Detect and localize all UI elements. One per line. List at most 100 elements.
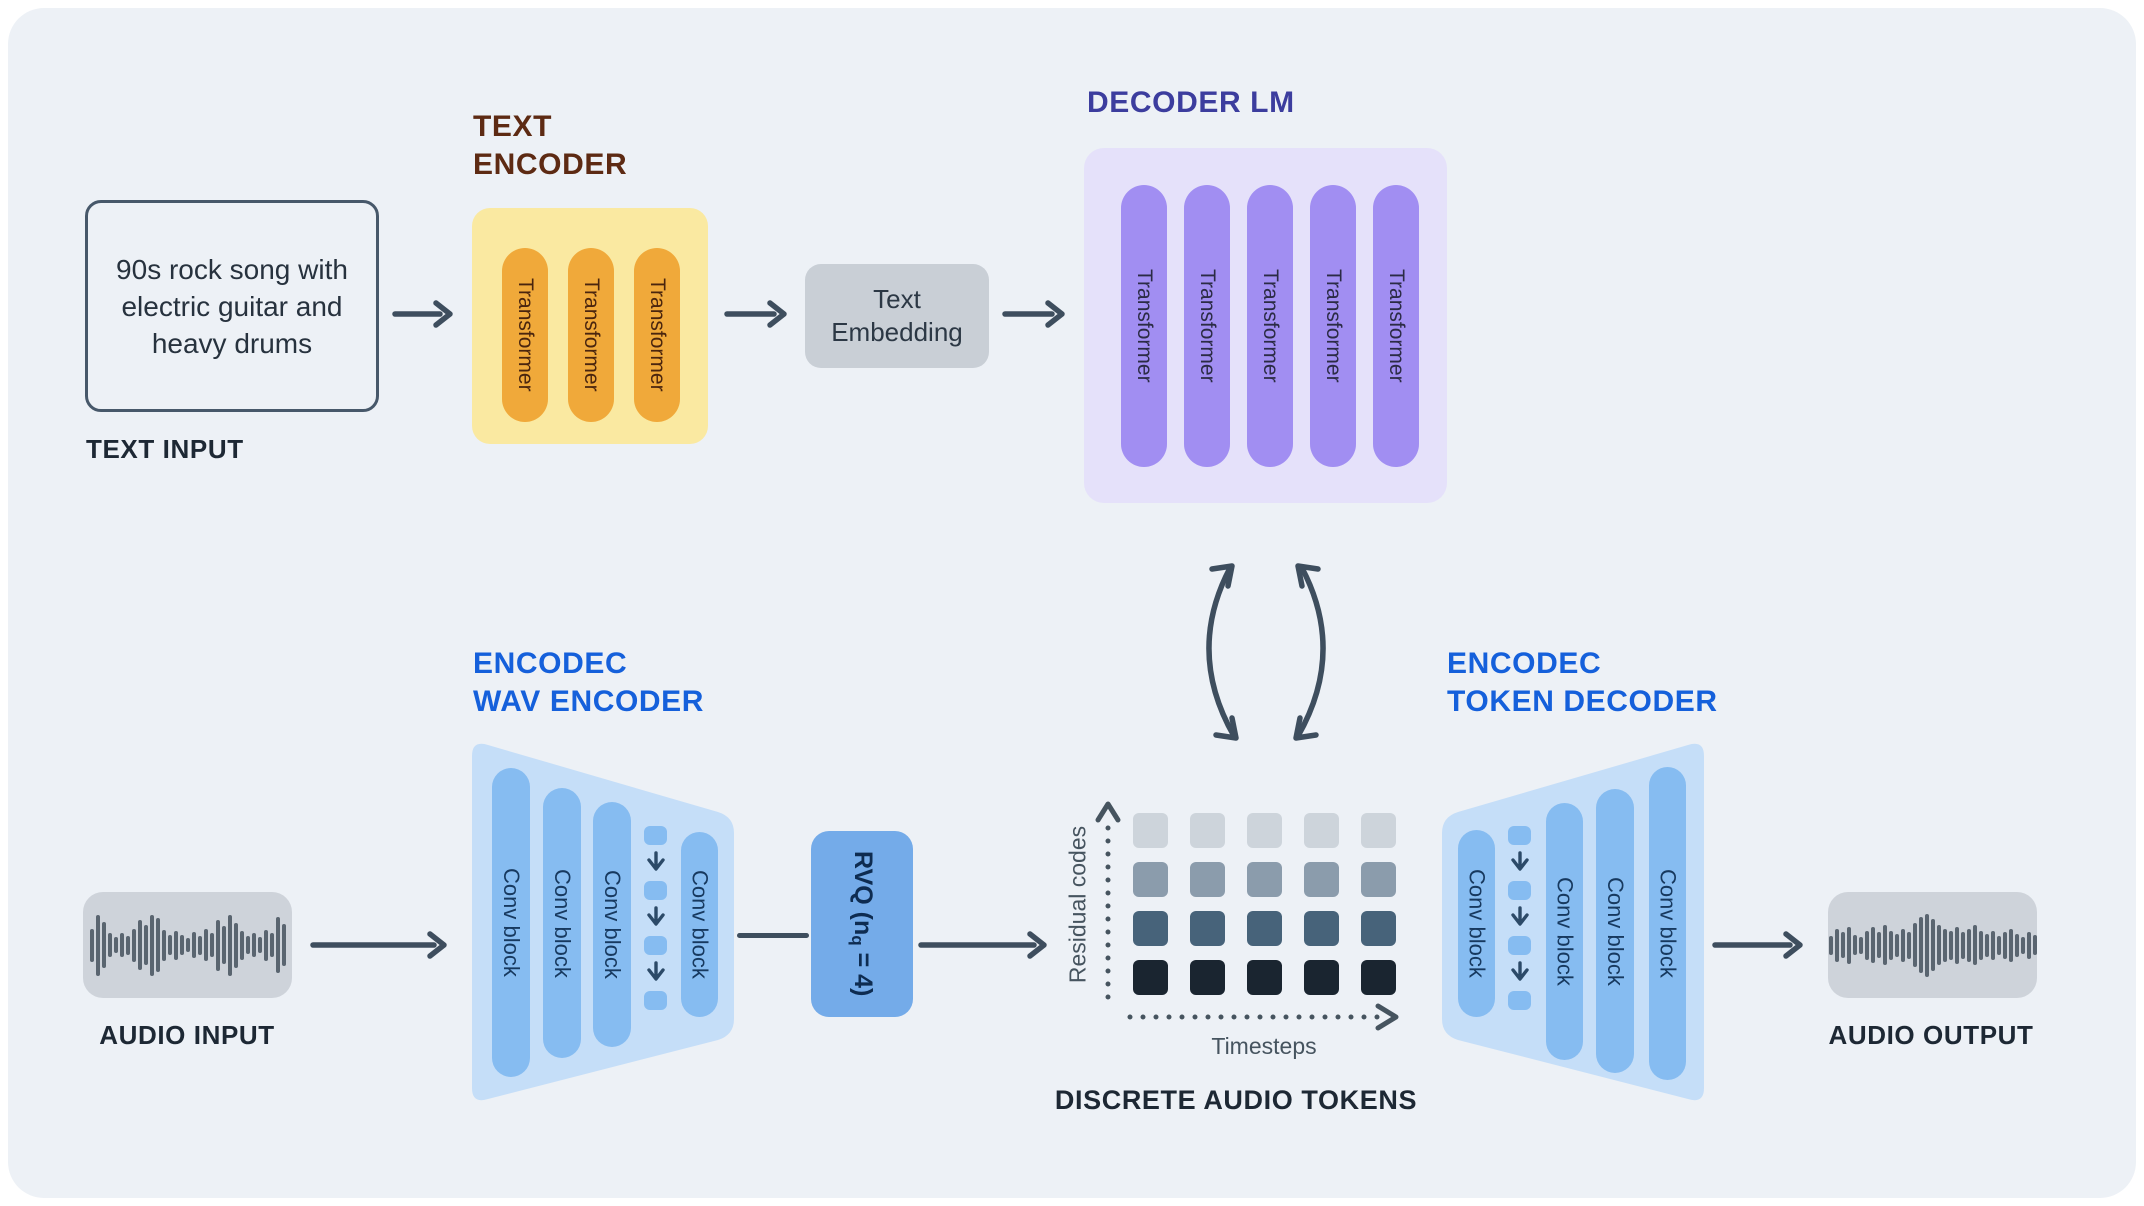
token-cell bbox=[1133, 813, 1168, 848]
down-arrow-icon bbox=[646, 851, 665, 871]
waveform-bar bbox=[167, 935, 172, 955]
prompt-text: 90s rock song with electric guitar and h… bbox=[116, 253, 348, 359]
transformer-label: Transformer bbox=[1385, 269, 1408, 383]
waveform-bar bbox=[89, 928, 94, 962]
waveform-bar bbox=[1858, 936, 1863, 954]
token-cell bbox=[1361, 862, 1396, 897]
text-encoder-box: Transformer Transformer Transformer bbox=[472, 208, 708, 444]
waveform-bar bbox=[221, 926, 226, 964]
connector-line bbox=[737, 933, 809, 938]
transformer-label: Transformer bbox=[514, 278, 537, 392]
transformer-label: Transformer bbox=[1322, 269, 1345, 383]
waveform-bar bbox=[1834, 928, 1839, 962]
waveform-bar bbox=[257, 937, 262, 953]
audio-output-box bbox=[1828, 892, 2037, 998]
waveform-bar bbox=[281, 924, 286, 966]
waveform-bar bbox=[1852, 935, 1857, 955]
waveform-icon bbox=[89, 910, 286, 980]
waveform-bar bbox=[1876, 932, 1881, 958]
conv-block: Conv block bbox=[1596, 789, 1634, 1073]
conv-block-label: Conv block bbox=[687, 870, 713, 979]
waveform-bar bbox=[269, 933, 274, 957]
waveform-bar bbox=[101, 922, 106, 968]
waveform-bar bbox=[125, 935, 130, 955]
waveform-bar bbox=[95, 914, 100, 976]
audio-input-label: AUDIO INPUT bbox=[99, 1020, 275, 1050]
waveform-bar bbox=[155, 918, 160, 972]
transformer-label: Transformer bbox=[646, 278, 669, 392]
y-axis-dotted-arrow bbox=[1095, 801, 1121, 1001]
rvq-box: RVQ (nq = 4) bbox=[811, 831, 913, 1017]
conv-block-label: Conv block bbox=[1655, 869, 1681, 978]
timesteps-axis-label: Timesteps bbox=[1211, 1033, 1317, 1059]
waveform-bar bbox=[2008, 928, 2013, 962]
conv-block: Conv block bbox=[681, 832, 718, 1017]
ellipsis-blocks-icon bbox=[1508, 826, 1531, 1010]
waveform-bar bbox=[191, 932, 196, 958]
encodec-token-decoder-title: ENCODEC TOKEN DECODER bbox=[1447, 647, 1718, 718]
ellipsis-blocks-icon bbox=[644, 826, 667, 1010]
token-cell bbox=[1247, 960, 1282, 995]
discrete-audio-tokens-label: DISCRETE AUDIO TOKENS bbox=[1054, 1085, 1418, 1115]
transformer-block: Transformer bbox=[1184, 185, 1230, 467]
waveform-bar bbox=[1912, 923, 1917, 967]
waveform-bar bbox=[1888, 930, 1893, 960]
waveform-bar bbox=[107, 933, 112, 957]
residual-codes-axis-label: Residual codes bbox=[1064, 825, 1091, 984]
conv-block-label: Conv block bbox=[1552, 877, 1578, 986]
waveform-bar bbox=[1954, 926, 1959, 964]
waveform-bar bbox=[1978, 930, 1983, 960]
text-embedding-label: Text Embedding bbox=[831, 284, 963, 347]
transformer-label: Transformer bbox=[1196, 269, 1219, 383]
conv-block-label: Conv block bbox=[550, 868, 575, 978]
waveform-icon bbox=[1828, 910, 2037, 980]
arrow-right-icon bbox=[392, 300, 453, 328]
conv-block: Conv block bbox=[492, 768, 530, 1077]
waveform-bar bbox=[1930, 919, 1935, 971]
waveform-bar bbox=[185, 938, 190, 952]
arrow-right-icon bbox=[724, 300, 787, 328]
rvq-label: RVQ (nq = 4) bbox=[848, 851, 877, 997]
down-arrow-icon bbox=[1510, 961, 1529, 981]
waveform-bar bbox=[1864, 930, 1869, 960]
arrow-right-icon bbox=[310, 931, 447, 959]
waveform-bar bbox=[1960, 931, 1965, 959]
token-cell bbox=[1304, 862, 1339, 897]
decoder-lm-box: Transformer Transformer Transformer Tran… bbox=[1084, 148, 1447, 503]
token-cell bbox=[1133, 862, 1168, 897]
transformer-label: Transformer bbox=[1133, 269, 1156, 383]
text-input-box: 90s rock song with electric guitar and h… bbox=[85, 200, 379, 412]
waveform-bar bbox=[245, 936, 250, 954]
token-cell bbox=[1247, 862, 1282, 897]
token-cell bbox=[1304, 960, 1339, 995]
waveform-bar bbox=[131, 928, 136, 962]
transformer-label: Transformer bbox=[580, 278, 603, 392]
token-cell bbox=[1304, 813, 1339, 848]
waveform-bar bbox=[113, 937, 118, 953]
waveform-bar bbox=[1870, 927, 1875, 963]
waveform-bar bbox=[1942, 928, 1947, 962]
down-arrow-icon bbox=[1510, 851, 1529, 871]
decoder-lm-title: DECODER LM bbox=[1087, 86, 1295, 119]
waveform-bar bbox=[2002, 931, 2007, 959]
waveform-bar bbox=[197, 935, 202, 955]
token-grid bbox=[1133, 813, 1396, 995]
waveform-bar bbox=[1882, 925, 1887, 965]
waveform-bar bbox=[1948, 930, 1953, 960]
conv-block-label: Conv block bbox=[499, 868, 524, 977]
waveform-bar bbox=[2020, 936, 2025, 954]
waveform-bar bbox=[137, 920, 142, 970]
token-cell bbox=[1304, 911, 1339, 946]
transformer-block: Transformer bbox=[568, 248, 614, 422]
token-cell bbox=[1247, 813, 1282, 848]
waveform-bar bbox=[263, 929, 268, 961]
waveform-bar bbox=[1846, 926, 1851, 964]
text-encoder-title: TEXT ENCODER bbox=[473, 110, 628, 181]
waveform-bar bbox=[2014, 933, 2019, 957]
token-cell bbox=[1133, 960, 1168, 995]
waveform-bar bbox=[1828, 935, 1833, 955]
token-cell bbox=[1190, 862, 1225, 897]
waveform-bar bbox=[1924, 913, 1929, 977]
waveform-bar bbox=[215, 919, 220, 971]
